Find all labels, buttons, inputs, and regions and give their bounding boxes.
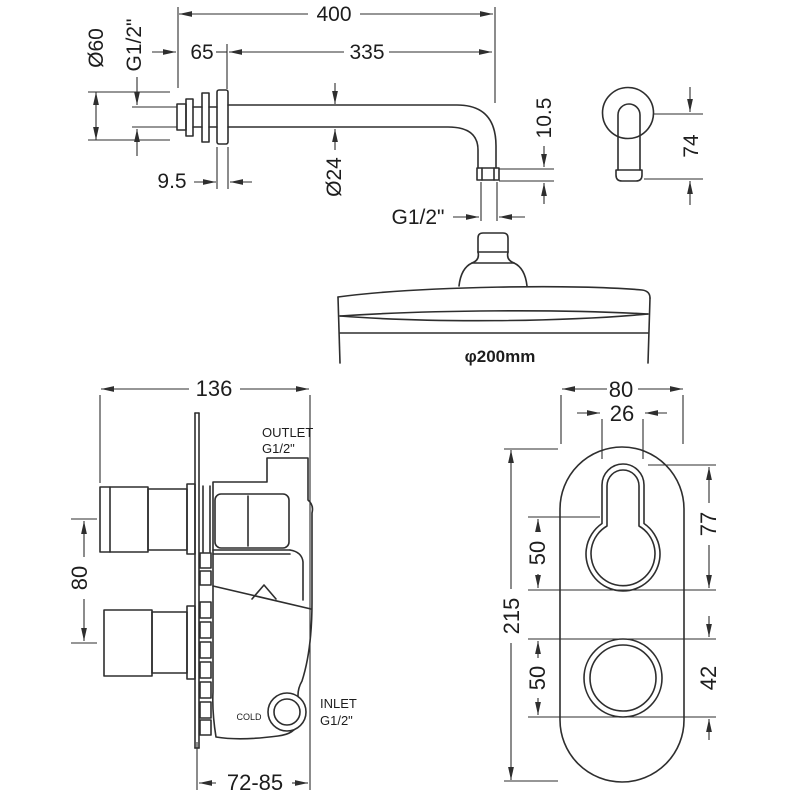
dim-wall-to-flange: 65 [190,41,213,64]
outlet-nut-front [615,169,643,182]
view-shower-arm-end: 74 [601,86,703,205]
top-handle [99,486,149,553]
dim-flange-diameter: Ø60 [85,28,108,68]
dim-flange-to-drop: 335 [349,41,384,64]
label-inlet: INLET [320,696,357,711]
arm-side-dimensions: 400 65 335 Ø60 G1/2" Ø24 [85,3,556,229]
cartridge [214,493,290,549]
dim-upper-spacing: 50 [525,541,550,565]
outlet-nut [476,167,500,181]
dim-valve-width: 136 [196,376,233,401]
view-shower-arm-side: 400 65 335 Ø60 G1/2" Ø24 [85,3,556,229]
view-valve-front: 80 26 215 50 77 [499,377,721,783]
head-connector [477,232,509,253]
dim-stem-width: 26 [610,401,634,426]
dim-keyhole-height: 77 [696,512,721,536]
arm-end-dimensions: 74 [644,87,703,205]
label-outlet-thread: G1/2" [262,441,295,456]
label-cold: COLD [236,712,262,722]
diverter-keyhole [585,463,661,592]
dim-outlet-thread: G1/2" [392,206,445,229]
shower-arm-outline [176,89,500,181]
dim-total-height: 215 [499,598,524,635]
bottom-handle [103,609,153,677]
dim-arm-projection: 74 [680,134,703,158]
shower-head-outline [337,232,651,364]
view-valve-side: 136 80 72-85 OUTLET G1/2" COLD INLET G1/… [67,376,357,795]
valve-side-labels: OUTLET G1/2" COLD INLET G1/2" [236,425,356,728]
dim-valve-depth: 72-85 [227,770,283,795]
dim-drop-offset: 10.5 [533,98,556,139]
view-shower-head: φ200mm [337,232,651,366]
valve-body [212,457,314,740]
valve-side-dimensions: 136 80 72-85 [67,376,311,795]
valve-front-dimensions: 80 26 215 50 77 [499,377,721,782]
dim-inlet-thread: G1/2" [123,19,146,72]
dim-head-diameter: φ200mm [465,347,536,366]
dim-flange-thickness: 9.5 [157,170,186,193]
temperature-knob [583,638,663,718]
dim-arm-overall: 400 [316,3,351,26]
valve-faceplate [559,446,685,783]
valve-side-outline [99,412,314,749]
dim-knob-diameter: 42 [696,666,721,690]
valve-front-outline [559,446,685,783]
arm-end-outline [601,86,655,182]
dim-arm-diameter: Ø24 [323,157,346,197]
label-outlet: OUTLET [262,425,313,440]
dim-plate-width: 80 [609,377,633,402]
wall-flange [216,89,229,145]
dim-handle-spacing: 80 [67,566,92,590]
label-inlet-thread: G1/2" [320,713,353,728]
dim-lower-spacing: 50 [525,666,550,690]
wall-flange-front [601,86,655,140]
